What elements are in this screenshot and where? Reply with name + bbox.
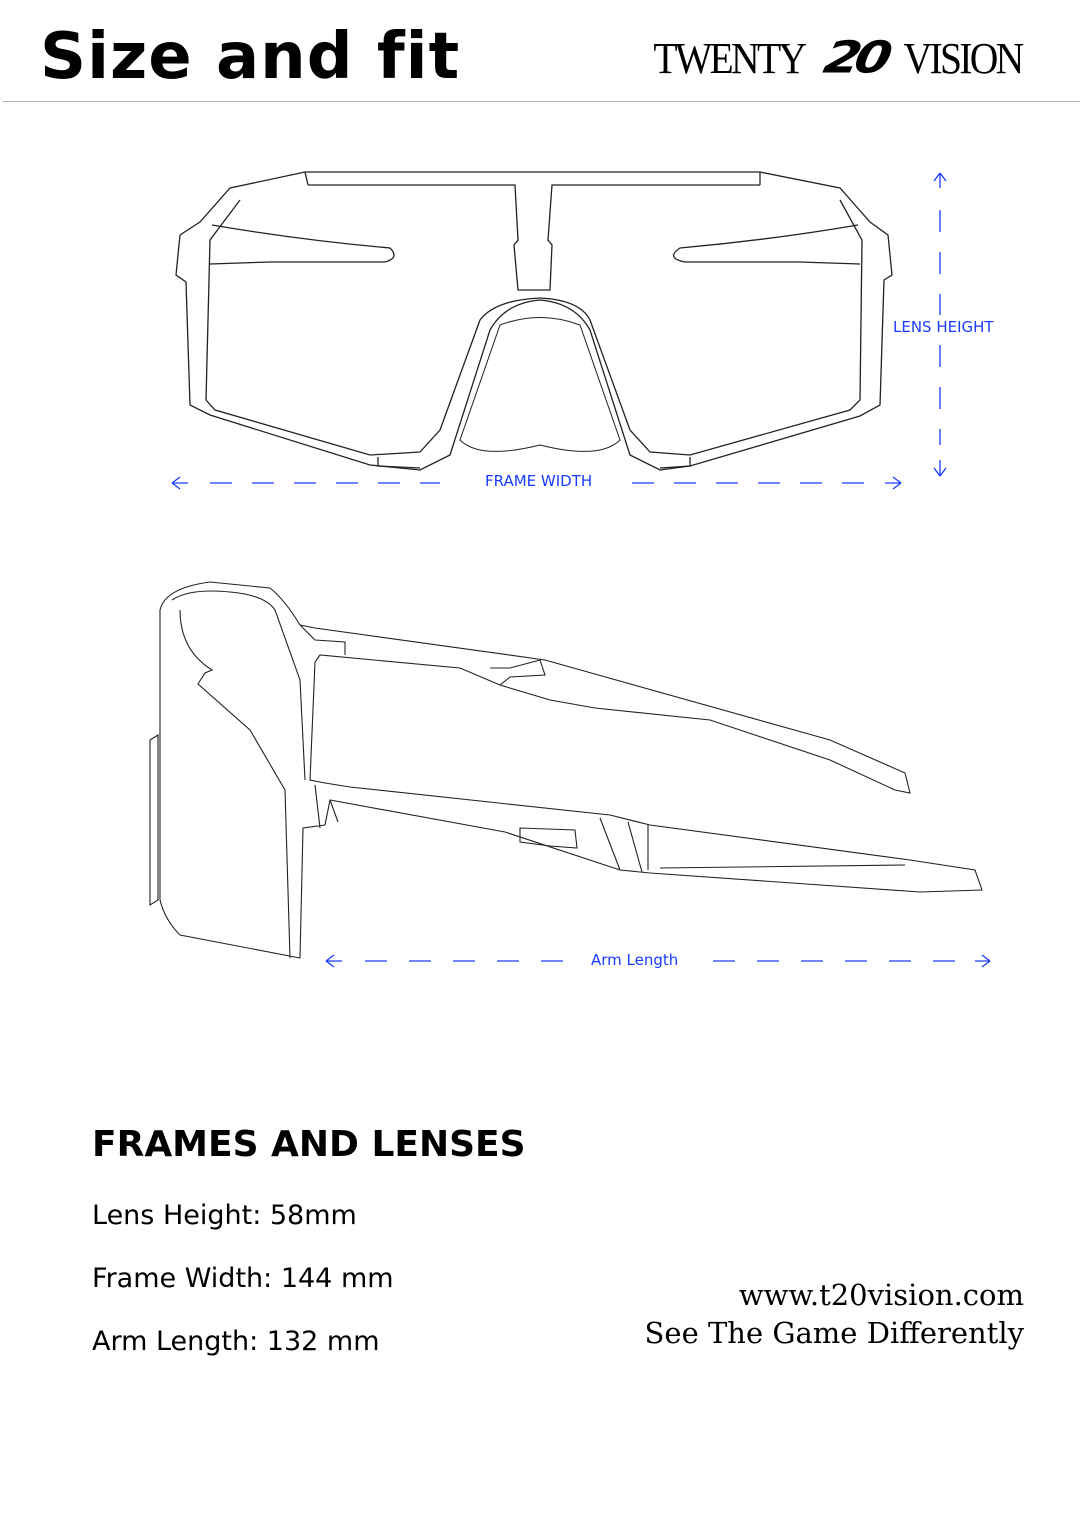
arm-length-label: Arm Length bbox=[589, 951, 681, 969]
side-view-drawing bbox=[149, 581, 983, 959]
page-title: Size and fit bbox=[40, 20, 461, 94]
tagline: See The Game Differently bbox=[644, 1316, 1024, 1350]
lens-height-label: LENS HEIGHT bbox=[891, 318, 996, 336]
header-divider bbox=[3, 101, 1080, 102]
arm-length-dimension bbox=[325, 954, 991, 968]
logo-word-vision: VISION bbox=[903, 33, 1025, 83]
frame-width-label: FRAME WIDTH bbox=[483, 472, 595, 490]
front-view-drawing bbox=[175, 171, 893, 471]
specs-heading: FRAMES AND LENSES bbox=[92, 1124, 526, 1165]
spec-lens-height: Lens Height: 58mm bbox=[92, 1200, 357, 1231]
frame-width-dimension bbox=[171, 476, 902, 490]
spec-arm-length: Arm Length: 132 mm bbox=[92, 1326, 380, 1357]
lens-height-dimension bbox=[933, 172, 947, 477]
spec-frame-width: Frame Width: 144 mm bbox=[92, 1263, 394, 1294]
logo-word-twenty: TWENTY bbox=[653, 33, 807, 83]
website-link[interactable]: www.t20vision.com bbox=[738, 1278, 1024, 1312]
brand-logo: TWENTY 20 VISION bbox=[645, 28, 1028, 88]
